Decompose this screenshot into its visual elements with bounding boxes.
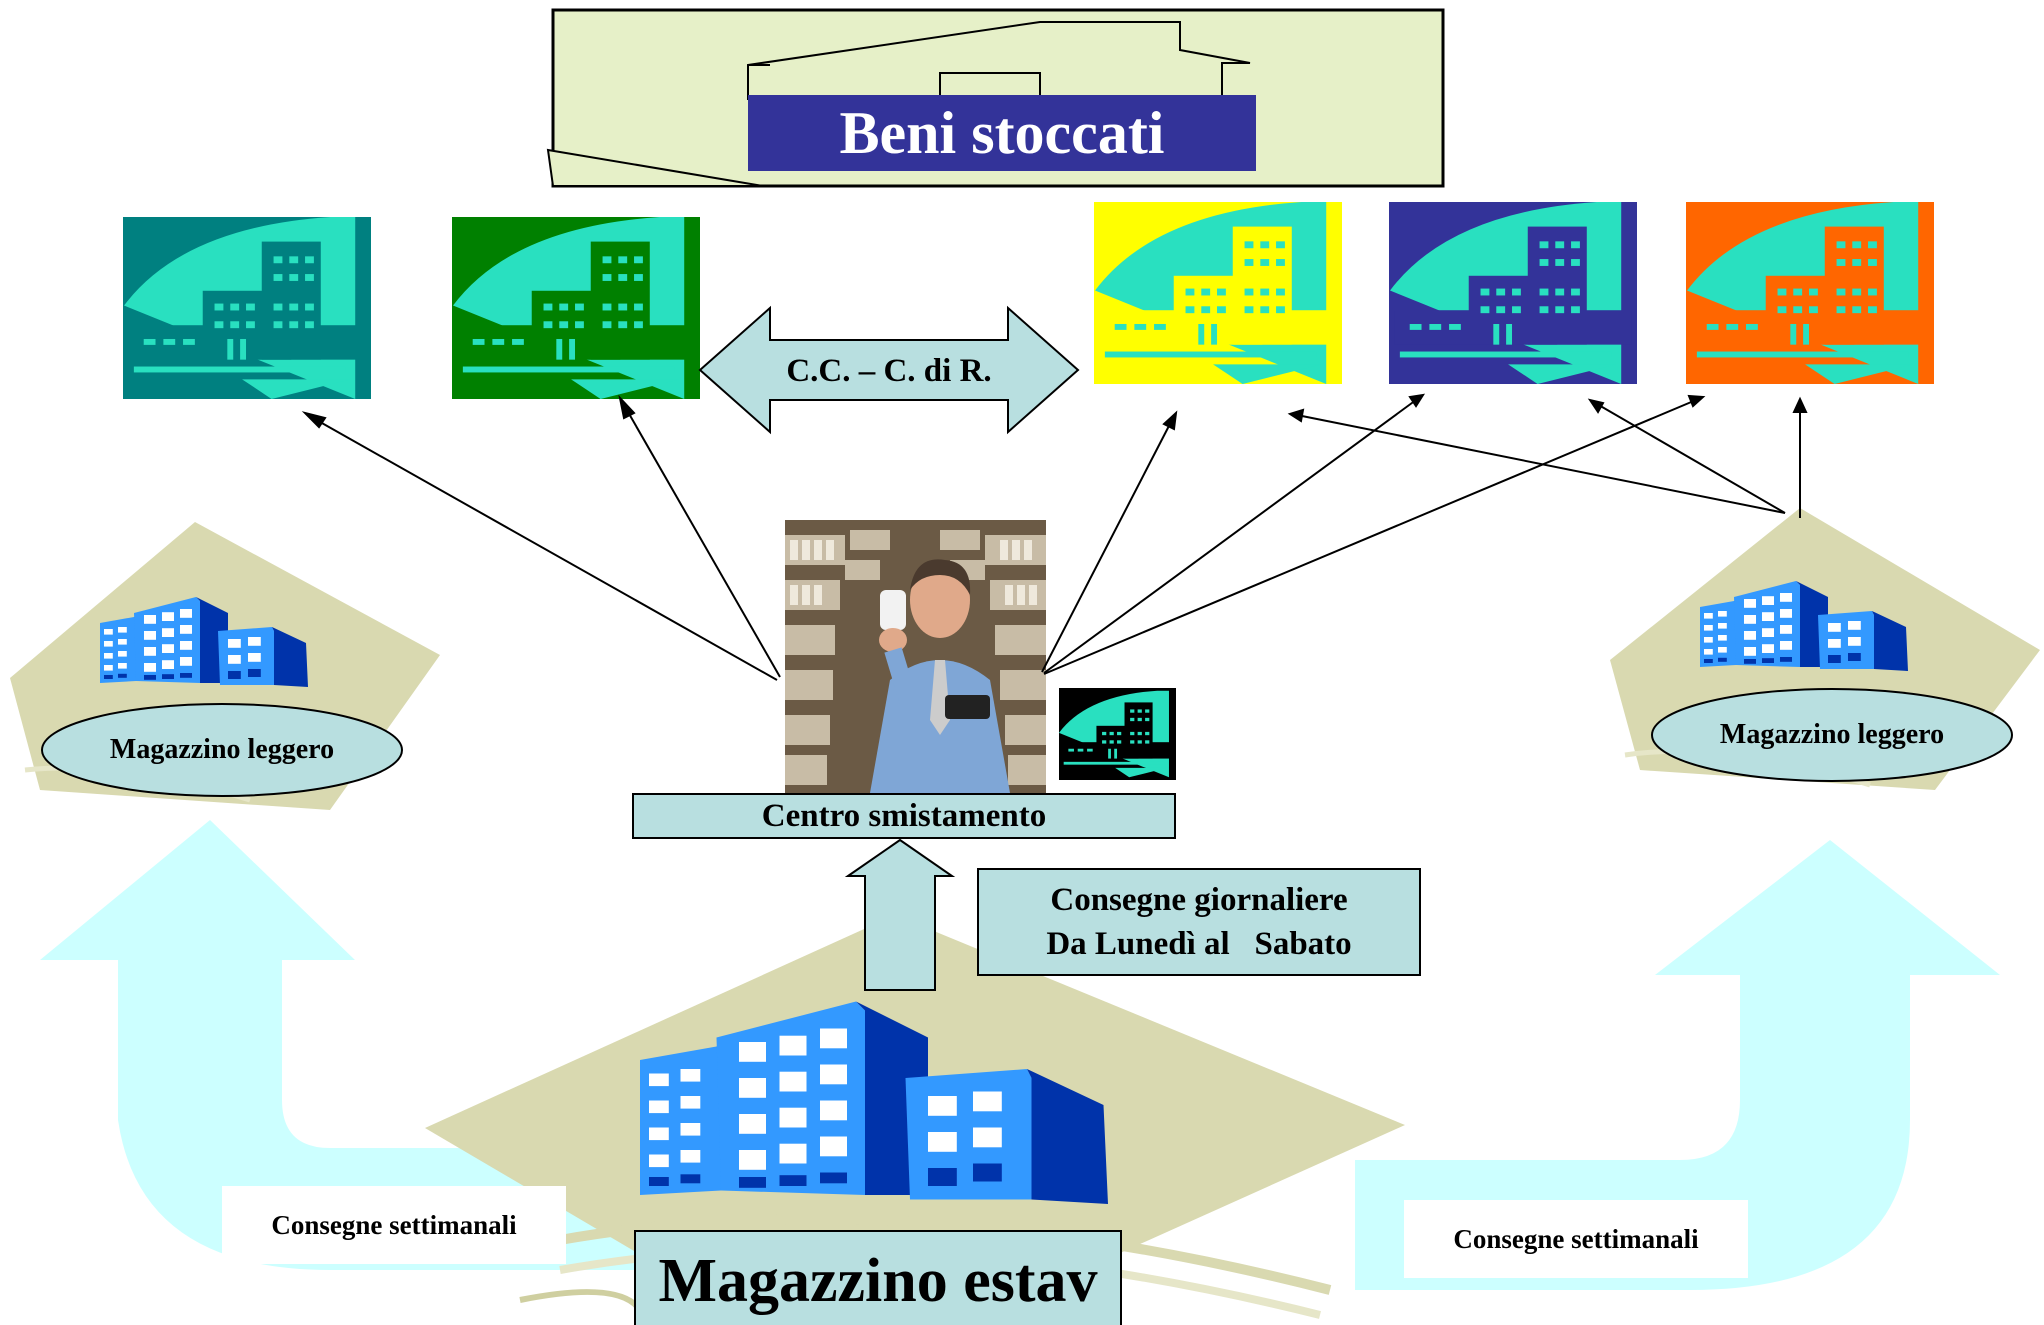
hospital-building-icon — [1094, 202, 1342, 384]
cc-double-arrow — [698, 305, 1080, 435]
magazzino-estav-label: Magazzino estav — [634, 1230, 1122, 1325]
hospital-building-icon — [1389, 202, 1637, 384]
daily-delivery-arrow — [844, 838, 956, 991]
cc-cdir-label: C.C. – C. di R. — [786, 352, 992, 389]
magazzino-leggero-right-label: Magazzino leggero — [1719, 719, 1945, 750]
connector-arrows — [301, 393, 1808, 681]
consegne-giornaliere-line1: Consegne giornaliere — [1050, 882, 1348, 918]
magazzino-leggero-left-label: Magazzino leggero — [109, 734, 335, 765]
hospital-building-icon — [1059, 688, 1176, 780]
hospital-building-icon — [452, 217, 700, 399]
magazzino-leggero-left-ellipse — [41, 703, 403, 797]
magazzino-leggero-right-ellipse — [1651, 688, 2013, 782]
consegne-settimanali-left-label: Consegne settimanali — [222, 1186, 566, 1264]
consegne-settimanali-right-label: Consegne settimanali — [1404, 1200, 1748, 1278]
centro-smistamento-label: Centro smistamento — [632, 793, 1176, 839]
beni-stoccati-box — [748, 95, 1256, 171]
hospital-building-icon — [123, 217, 371, 399]
hospital-building-icon — [1686, 202, 1934, 384]
pharmacist-photo — [785, 520, 1046, 793]
consegne-giornaliere-line2: Da Lunedì al Sabato — [1046, 926, 1352, 962]
big-arrow-right — [1355, 840, 2000, 1290]
consegne-giornaliere-box: Consegne giornaliere Da Lunedì al Sabato — [977, 868, 1421, 976]
beni-stoccati-label: Beni stoccati — [839, 99, 1165, 166]
